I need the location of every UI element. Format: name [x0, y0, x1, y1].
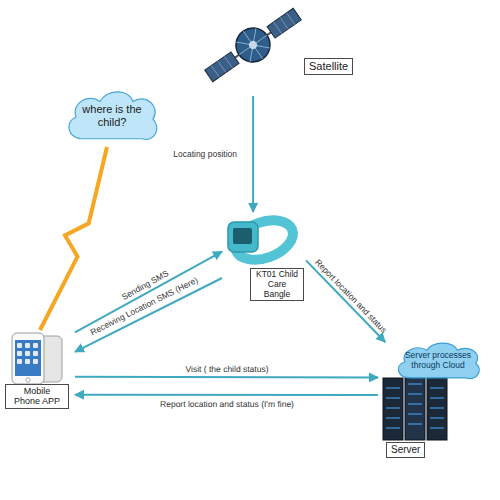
server-lights: [386, 384, 444, 428]
panel-grid: [224, 56, 232, 67]
cloud-text: where is the child?: [72, 103, 152, 128]
edge-label: Locating position: [173, 149, 237, 159]
bangle-screen: [233, 228, 252, 244]
edge-label: Report location and status (I'm fine): [160, 399, 294, 409]
app-icons: [17, 343, 38, 364]
node-label: KT01 Child Care Bangle: [250, 268, 304, 301]
cloud-text-area: Server processes through Cloud: [392, 338, 484, 384]
node-label: Satellite: [304, 58, 353, 75]
node-label: Server: [386, 442, 425, 458]
edge-label: Report location and status: [313, 257, 389, 335]
arrow-connector: [75, 252, 222, 333]
cloud-node: Server processes through Cloud: [392, 338, 484, 384]
arrow-connector: [252, 96, 254, 212]
solar-panel: [205, 52, 239, 82]
lightning-connector: [40, 147, 107, 330]
server-illustration: [383, 372, 447, 440]
solar-panel: [267, 8, 301, 38]
arrow-connector: [306, 260, 385, 342]
bangle-strap: [230, 213, 299, 267]
dish-grid: [229, 21, 276, 68]
labelled-box: Mobile Phone APP: [5, 330, 75, 408]
arrow-connector: [75, 394, 378, 396]
cloud-node: where is the child?: [62, 85, 162, 147]
panel-grid: [280, 17, 288, 28]
cloud-text: Server processes through Cloud: [402, 351, 474, 371]
labelled-box: Satellite: [205, 8, 360, 96]
server-rack: [383, 378, 403, 440]
panel-grid: [287, 13, 295, 24]
bangle-face: [228, 222, 258, 252]
panel-grid: [211, 66, 219, 77]
satellite-dish: [229, 21, 276, 68]
phone-illustration: [12, 333, 62, 384]
dish-center: [247, 39, 258, 50]
bangle-illustration: [228, 213, 298, 267]
labelled-box: KT01 Child Care Bangle: [222, 212, 306, 300]
edge-label: Visit ( the child status): [185, 364, 268, 374]
home-button: [26, 378, 30, 382]
cloud-text-area: where is the child?: [62, 85, 162, 147]
satellite-illustration: [199, 0, 307, 90]
panel-grid: [218, 61, 226, 72]
arrow-connector: [75, 278, 222, 352]
phone-front: [12, 333, 44, 384]
cloud-shape: [398, 343, 479, 378]
arrow-connector: [75, 376, 378, 379]
server-rack: [405, 372, 425, 440]
panel-grid: [274, 22, 282, 33]
node-label: Mobile Phone APP: [5, 384, 69, 409]
server-rack: [427, 376, 447, 440]
labelled-box: Server: [378, 342, 450, 460]
cloud-shape: [69, 92, 157, 140]
phone-screen: [15, 340, 41, 376]
